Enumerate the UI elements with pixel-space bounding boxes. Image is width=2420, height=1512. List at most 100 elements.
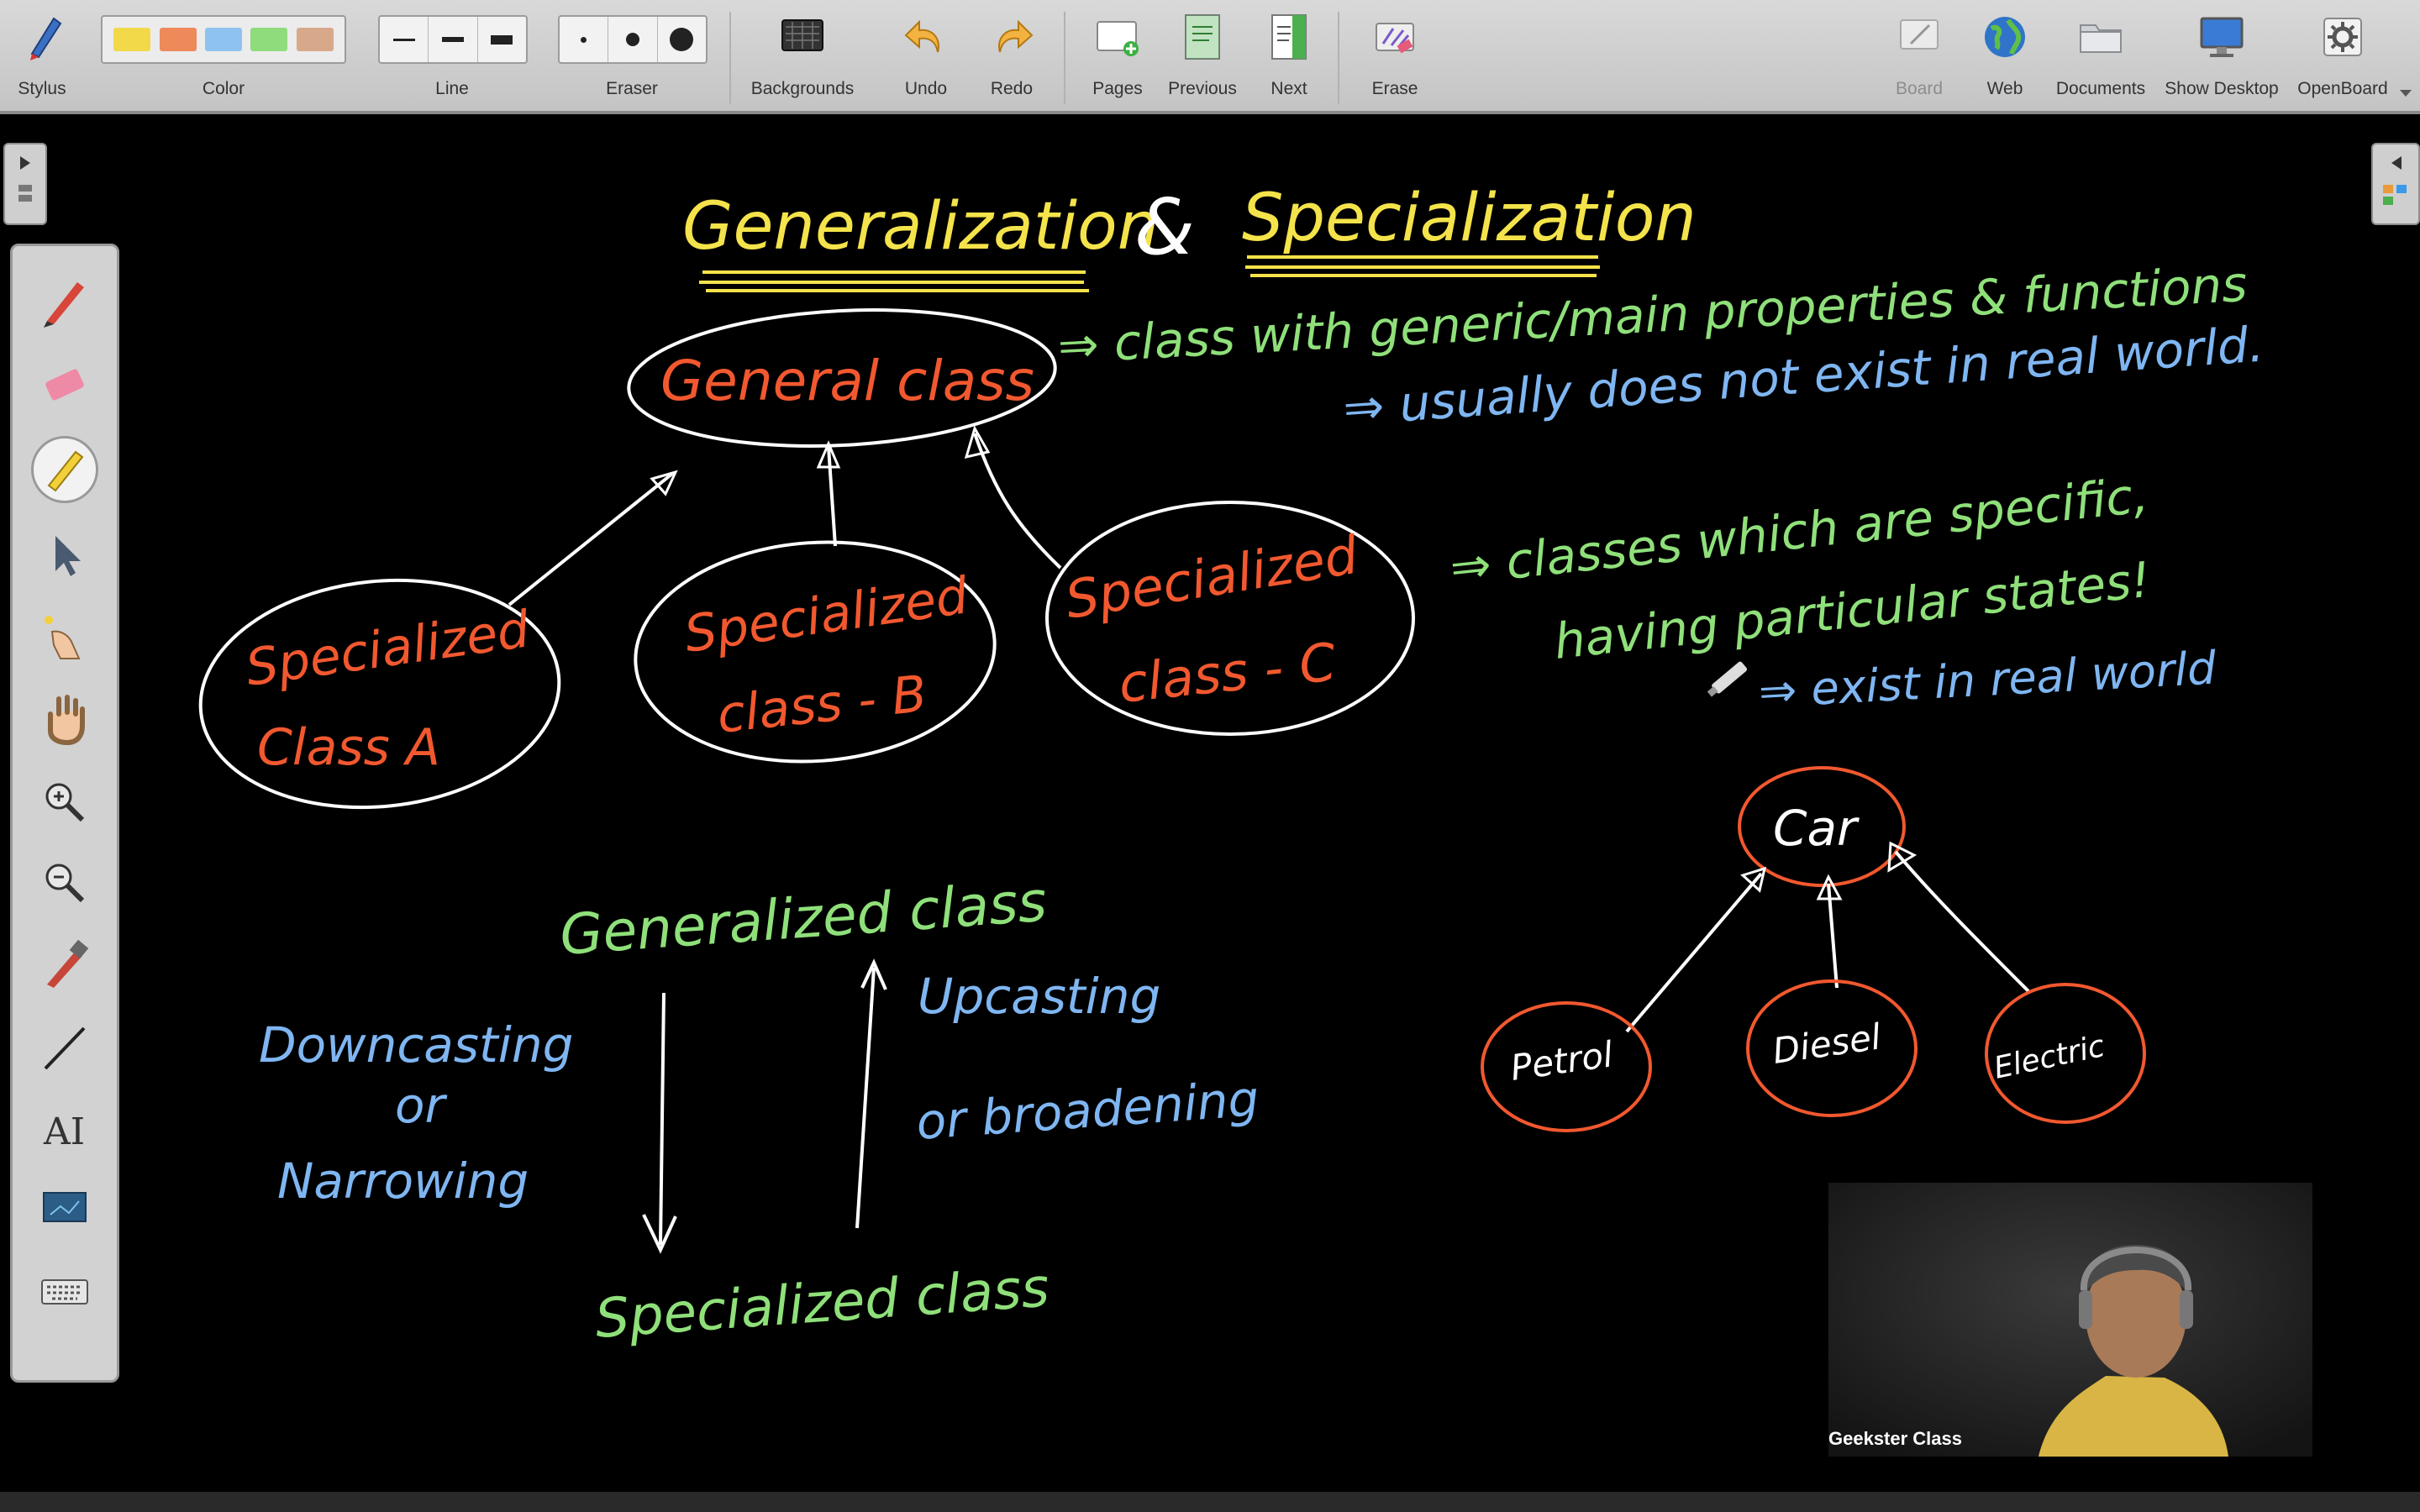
eraser-small-button[interactable] (560, 17, 609, 62)
documents-button[interactable]: Documents (2050, 7, 2151, 108)
line-width-selector: Line (370, 7, 534, 108)
webcam-name-label: Geekster Class (1828, 1428, 1962, 1449)
pointer-icon (55, 536, 81, 576)
expand-right-panel-icon (2383, 156, 2407, 205)
color-swatches (101, 15, 346, 64)
swatch-blue[interactable] (204, 28, 242, 51)
toolbar-separator (729, 12, 731, 104)
redo-label: Redo (990, 79, 1034, 98)
backgrounds-icon (781, 19, 823, 51)
pen-cursor-icon (1707, 661, 1748, 697)
board-capture-button[interactable] (31, 1177, 98, 1244)
capture-tool-button[interactable] (31, 932, 98, 999)
spec-note-3: ⇒ exist in real world (1757, 642, 2217, 718)
openboard-menu-button[interactable]: OpenBoard (2292, 7, 2393, 108)
zoom-in-button[interactable] (31, 769, 98, 836)
zoom-out-icon (45, 864, 85, 903)
spec-b-line1: Specialized (681, 566, 972, 664)
specialized-class-label: Specialized class (593, 1257, 1051, 1351)
expand-left-panel-icon (18, 156, 32, 202)
eraser-icon (45, 369, 84, 401)
stylus-button[interactable]: Stylus (0, 7, 84, 108)
left-panel-toggle[interactable] (3, 143, 47, 225)
swatch-orange[interactable] (159, 28, 197, 51)
laser-pointer-icon (45, 616, 81, 659)
marker-tool-button[interactable] (31, 436, 98, 503)
documents-label: Documents (2055, 79, 2146, 98)
laser-pointer-button[interactable] (31, 602, 98, 669)
redo-icon (998, 19, 1034, 53)
line-width-group (378, 15, 528, 64)
spec-a-line2: Class A (257, 718, 440, 777)
line-medium-button[interactable] (429, 17, 478, 62)
swatch-brown[interactable] (296, 28, 334, 51)
next-page-button[interactable]: Next (1255, 7, 1323, 108)
stylus-label: Stylus (18, 79, 66, 98)
eraser-label: Eraser (606, 79, 658, 98)
spec-b-line2: class - B (714, 664, 929, 745)
spec-c-line2: class - C (1116, 631, 1339, 715)
line-thin-button[interactable] (380, 17, 429, 62)
generalized-class-label: Generalized class (558, 869, 1049, 968)
show-desktop-button[interactable]: Show Desktop (2160, 7, 2284, 108)
swatch-green[interactable] (250, 28, 288, 51)
text-tool-button[interactable]: AI (31, 1096, 98, 1163)
board-mode-button[interactable]: Board (1884, 7, 1954, 108)
whiteboard-canvas[interactable]: Generalization & Specialization General … (0, 114, 2420, 1492)
backgrounds-button[interactable]: Backgrounds (741, 7, 864, 108)
eraser-medium-button[interactable] (608, 17, 658, 62)
diesel-label: Diesel (1770, 1016, 1884, 1072)
title-generalization: Generalization (682, 189, 1159, 265)
pen-tool-button[interactable] (31, 268, 98, 335)
text-icon: AI (43, 1110, 85, 1153)
line-label: Line (435, 79, 469, 98)
board-icon (1900, 19, 1939, 50)
hand-icon (48, 695, 85, 746)
line-tool-button[interactable] (31, 1014, 98, 1081)
downcasting-line3: Narrowing (277, 1152, 529, 1210)
main-toolbar: Stylus Color Line Eraser Backgrounds (0, 0, 2420, 114)
spec-a-line1: Specialized (242, 600, 534, 698)
right-panel-toggle[interactable] (2371, 143, 2420, 225)
monitor-icon (2200, 17, 2244, 57)
eraser-tool-button[interactable] (31, 352, 98, 419)
electric-label: Electric (1991, 1029, 2107, 1086)
pages-button[interactable]: Pages (1084, 7, 1151, 108)
presenter-video (1828, 1183, 2312, 1457)
webcam-overlay: Geekster Class (1828, 1183, 2312, 1457)
redo-button[interactable]: Redo (978, 7, 1045, 108)
title-ampersand: & (1134, 182, 1195, 272)
backgrounds-label: Backgrounds (750, 79, 855, 98)
previous-page-icon (1185, 14, 1220, 60)
pointer-tool-button[interactable] (31, 522, 98, 589)
eraser-size-group (558, 15, 708, 64)
web-button[interactable]: Web (1971, 7, 2039, 108)
line-icon (44, 1026, 86, 1070)
web-label: Web (1986, 79, 2023, 98)
new-page-icon (1097, 21, 1139, 56)
previous-page-button[interactable]: Previous (1165, 7, 1240, 108)
svg-text:AI: AI (43, 1110, 85, 1153)
swatch-yellow[interactable] (113, 28, 151, 51)
zoom-out-button[interactable] (31, 849, 98, 916)
erase-icon (1376, 23, 1414, 54)
undo-button[interactable]: Undo (892, 7, 960, 108)
erase-button[interactable]: Erase (1360, 7, 1430, 108)
capture-icon (47, 939, 89, 988)
virtual-keyboard-button[interactable] (31, 1257, 98, 1325)
hand-tool-button[interactable] (31, 685, 98, 752)
zoom-in-icon (45, 783, 85, 822)
chevron-down-icon[interactable] (2398, 87, 2413, 99)
title-specialization: Specialization (1242, 181, 1697, 256)
line-thick-button[interactable] (478, 17, 526, 62)
pages-label: Pages (1092, 79, 1143, 98)
general-class-label: General class (660, 349, 1034, 413)
eraser-large-button[interactable] (658, 17, 706, 62)
show-desktop-label: Show Desktop (2165, 79, 2279, 98)
upcasting-line1: Upcasting (918, 968, 1160, 1025)
erase-label: Erase (1371, 79, 1418, 98)
pen-icon (44, 282, 84, 328)
board-label: Board (1895, 79, 1944, 98)
petrol-label: Petrol (1508, 1033, 1616, 1089)
keyboard-icon (41, 1279, 88, 1305)
